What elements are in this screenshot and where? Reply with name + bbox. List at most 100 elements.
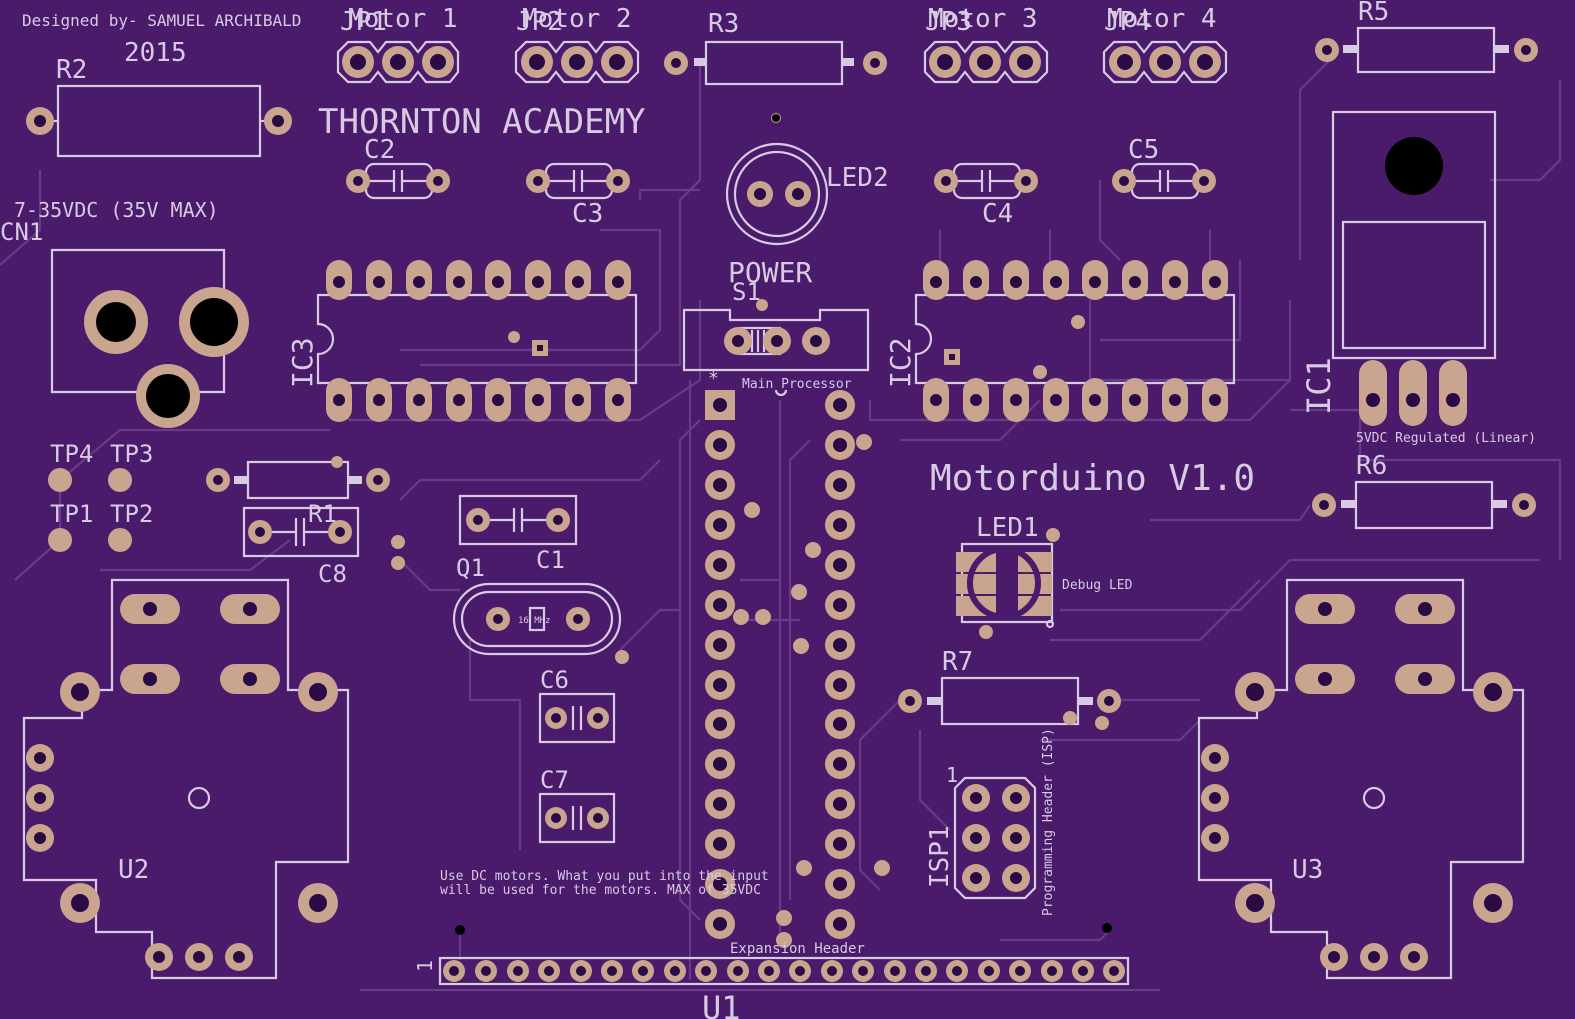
r6-label: R6 bbox=[1356, 451, 1387, 481]
ic3-top-pins bbox=[326, 260, 631, 300]
board-credits: Designed by- SAMUEL ARCHIBALD 2015 THORN… bbox=[22, 11, 1255, 499]
note-line-2: will be used for the motors. MAX of 35VD… bbox=[440, 883, 761, 898]
jp1-header: JP1 Motor 1 bbox=[336, 4, 460, 84]
isp1-label: ISP1 bbox=[925, 825, 955, 888]
capacitor-c5: C5 bbox=[1112, 135, 1216, 200]
c4-label: C4 bbox=[982, 199, 1013, 229]
ic2-bottom-pins bbox=[923, 378, 1228, 422]
led1-label: LED1 bbox=[976, 513, 1039, 543]
processor-right-pins bbox=[825, 390, 855, 939]
capacitor-c2: C2 bbox=[346, 135, 450, 200]
tp4-label: TP4 bbox=[50, 440, 93, 468]
r2-label: R2 bbox=[56, 55, 87, 85]
jp2-label: JP2 bbox=[516, 7, 563, 37]
motor1-label: Motor 1 bbox=[348, 4, 458, 34]
u1-label: U1 bbox=[702, 989, 741, 1019]
ic3-label: IC3 bbox=[286, 337, 319, 388]
expansion-header: Expansion Header 1 U1 bbox=[413, 941, 1130, 1019]
c7-label: C7 bbox=[540, 766, 569, 794]
c8-label: C8 bbox=[318, 560, 347, 588]
u2-label: U2 bbox=[118, 855, 149, 885]
q1-label: Q1 bbox=[456, 554, 485, 582]
resistor-r5: R5 bbox=[1315, 0, 1538, 74]
c5-label: C5 bbox=[1128, 135, 1159, 165]
power-switch-s1: POWER S1 bbox=[682, 256, 870, 372]
r5-label: R5 bbox=[1358, 0, 1389, 27]
pin1-star: * bbox=[708, 368, 719, 389]
capacitor-c1: C1 bbox=[458, 494, 578, 574]
year-label: 2015 bbox=[124, 38, 187, 68]
tp2-label: TP2 bbox=[110, 500, 153, 528]
usage-note: Use DC motors. What you put into the inp… bbox=[440, 869, 769, 898]
u3-label: U3 bbox=[1292, 855, 1323, 885]
voltage-regulator-ic1: IC1 5VDC Regulated (Linear) bbox=[1300, 110, 1536, 446]
resistor-r2: R2 bbox=[26, 55, 292, 158]
isp-header-label: Programming Header (ISP) bbox=[1041, 728, 1056, 916]
jp1-label: JP1 bbox=[340, 7, 387, 37]
expansion-header-label: Expansion Header bbox=[730, 941, 865, 957]
jp4-header: JP4 Motor 4 bbox=[1102, 4, 1228, 84]
jp3-label: JP3 bbox=[925, 7, 972, 37]
motor2-label: Motor 2 bbox=[522, 4, 632, 34]
project-title: Motorduino V1.0 bbox=[930, 458, 1255, 499]
capacitor-c4: C4 bbox=[934, 162, 1038, 229]
r7-label: R7 bbox=[942, 647, 973, 677]
c1-label: C1 bbox=[536, 546, 565, 574]
motor-connector-u3: U3 bbox=[1197, 578, 1525, 980]
power-spec-label: 7-35VDC (35V MAX) bbox=[14, 198, 219, 222]
regulator-label: 5VDC Regulated (Linear) bbox=[1356, 431, 1536, 446]
led-led2: LED2 bbox=[725, 113, 889, 246]
capacitor-c3: C3 bbox=[526, 162, 630, 229]
main-processor-label: Main Processor bbox=[742, 377, 852, 392]
motor4-label: Motor 4 bbox=[1107, 4, 1217, 34]
c2-label: C2 bbox=[364, 135, 395, 165]
resistor-r1: R1 bbox=[206, 456, 390, 528]
isp-pin1-marker: 1 bbox=[946, 763, 958, 787]
capacitor-c7: C7 bbox=[538, 766, 616, 844]
copper-traces bbox=[0, 59, 1562, 992]
misc-vias bbox=[455, 114, 1112, 935]
cn1-label: CN1 bbox=[0, 218, 43, 246]
capacitor-c6: C6 bbox=[538, 666, 616, 744]
ic2-top-pins bbox=[923, 260, 1228, 300]
motor-driver-ic2: IC2 bbox=[884, 260, 1236, 422]
led2-label: LED2 bbox=[826, 163, 889, 193]
test-points: TP4 TP3 TP1 TP2 bbox=[48, 440, 153, 552]
processor-vias bbox=[733, 434, 890, 948]
jp4-label: JP4 bbox=[1104, 7, 1151, 37]
tp1-label: TP1 bbox=[50, 500, 93, 528]
s1-label: S1 bbox=[732, 278, 761, 306]
expansion-pin1-marker: 1 bbox=[413, 960, 437, 972]
main-processor-u1: Main Processor * bbox=[705, 368, 890, 948]
crystal-q1: Q1 16 MHz bbox=[452, 554, 629, 664]
ic2-label: IC2 bbox=[884, 337, 917, 388]
processor-left-pins bbox=[705, 430, 735, 939]
ic3-bottom-pins bbox=[326, 378, 631, 422]
jp2-header: JP2 Motor 2 bbox=[514, 4, 640, 84]
crystal-marking: 16 MHz bbox=[518, 616, 551, 626]
resistor-r7: R7 bbox=[898, 647, 1121, 730]
expansion-pins bbox=[443, 960, 1125, 982]
resistor-r6: R6 bbox=[1312, 451, 1536, 530]
c6-label: C6 bbox=[540, 666, 569, 694]
motor3-label: Motor 3 bbox=[928, 4, 1038, 34]
capacitor-c8: C8 bbox=[242, 506, 405, 588]
motor-driver-ic3: IC3 bbox=[286, 260, 638, 422]
isp-header-isp1: 1 ISP1 Programming Header (ISP) bbox=[925, 728, 1056, 916]
tp3-label: TP3 bbox=[110, 440, 153, 468]
power-label: POWER bbox=[728, 256, 812, 289]
designer-credit: Designed by- SAMUEL ARCHIBALD bbox=[22, 11, 301, 30]
note-line-1: Use DC motors. What you put into the inp… bbox=[440, 869, 769, 884]
school-name: THORNTON ACADEMY bbox=[318, 102, 646, 142]
motor-connector-u2: U2 bbox=[22, 578, 350, 980]
c3-label: C3 bbox=[572, 199, 603, 229]
power-jack-cn1: 7-35VDC (35V MAX) CN1 bbox=[0, 198, 249, 428]
r3-label: R3 bbox=[708, 9, 739, 39]
ic1-label: IC1 bbox=[1300, 357, 1338, 415]
debug-led-label: Debug LED bbox=[1062, 578, 1133, 593]
led-led1: LED1 Debug LED bbox=[956, 513, 1133, 639]
jp3-header: JP3 Motor 3 bbox=[923, 4, 1049, 84]
resistor-r3: R3 bbox=[664, 9, 887, 86]
